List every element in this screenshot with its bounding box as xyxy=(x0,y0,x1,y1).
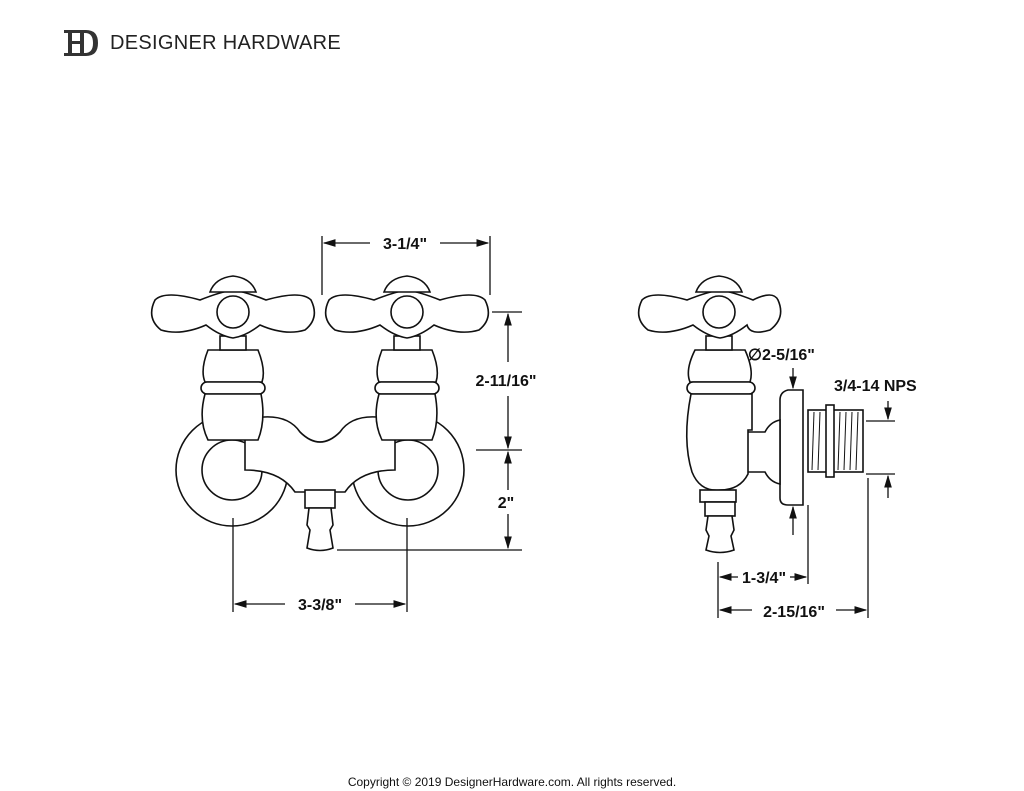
dimension-thread-spec: 3/4-14 NPS xyxy=(834,378,917,498)
svg-text:3/4-14 NPS: 3/4-14 NPS xyxy=(834,378,917,395)
svg-text:2-15/16": 2-15/16" xyxy=(763,604,825,621)
logo-monogram-icon xyxy=(64,30,98,56)
brand-name: DESIGNER HARDWARE xyxy=(110,31,342,54)
svg-text:3-1/4": 3-1/4" xyxy=(383,236,427,253)
dimension-spout-height: 2" xyxy=(337,450,522,551)
dimension-flange-diameter: ∅2-5/16" xyxy=(748,347,815,535)
dimension-spout-to-flange: 1-3/4" xyxy=(717,505,809,618)
dimension-handle-height: 2-11/16" xyxy=(476,311,537,451)
svg-text:2": 2" xyxy=(498,495,514,512)
dimension-overall-depth: 2-15/16" xyxy=(718,478,869,621)
brand-header: DESIGNER HARDWARE xyxy=(62,28,341,58)
svg-text:2-11/16": 2-11/16" xyxy=(476,373,537,390)
front-view-faucet xyxy=(150,275,490,552)
dimension-handle-spacing: 3-1/4" xyxy=(321,236,491,295)
svg-text:3-3/8": 3-3/8" xyxy=(298,597,342,614)
side-view-faucet xyxy=(637,275,864,554)
dimension-inlet-centers: 3-3/8" xyxy=(232,518,408,614)
svg-text:∅2-5/16": ∅2-5/16" xyxy=(748,347,815,364)
svg-text:1-3/4": 1-3/4" xyxy=(742,570,786,587)
copyright-text: Copyright © 2019 DesignerHardware.com. A… xyxy=(347,775,677,789)
